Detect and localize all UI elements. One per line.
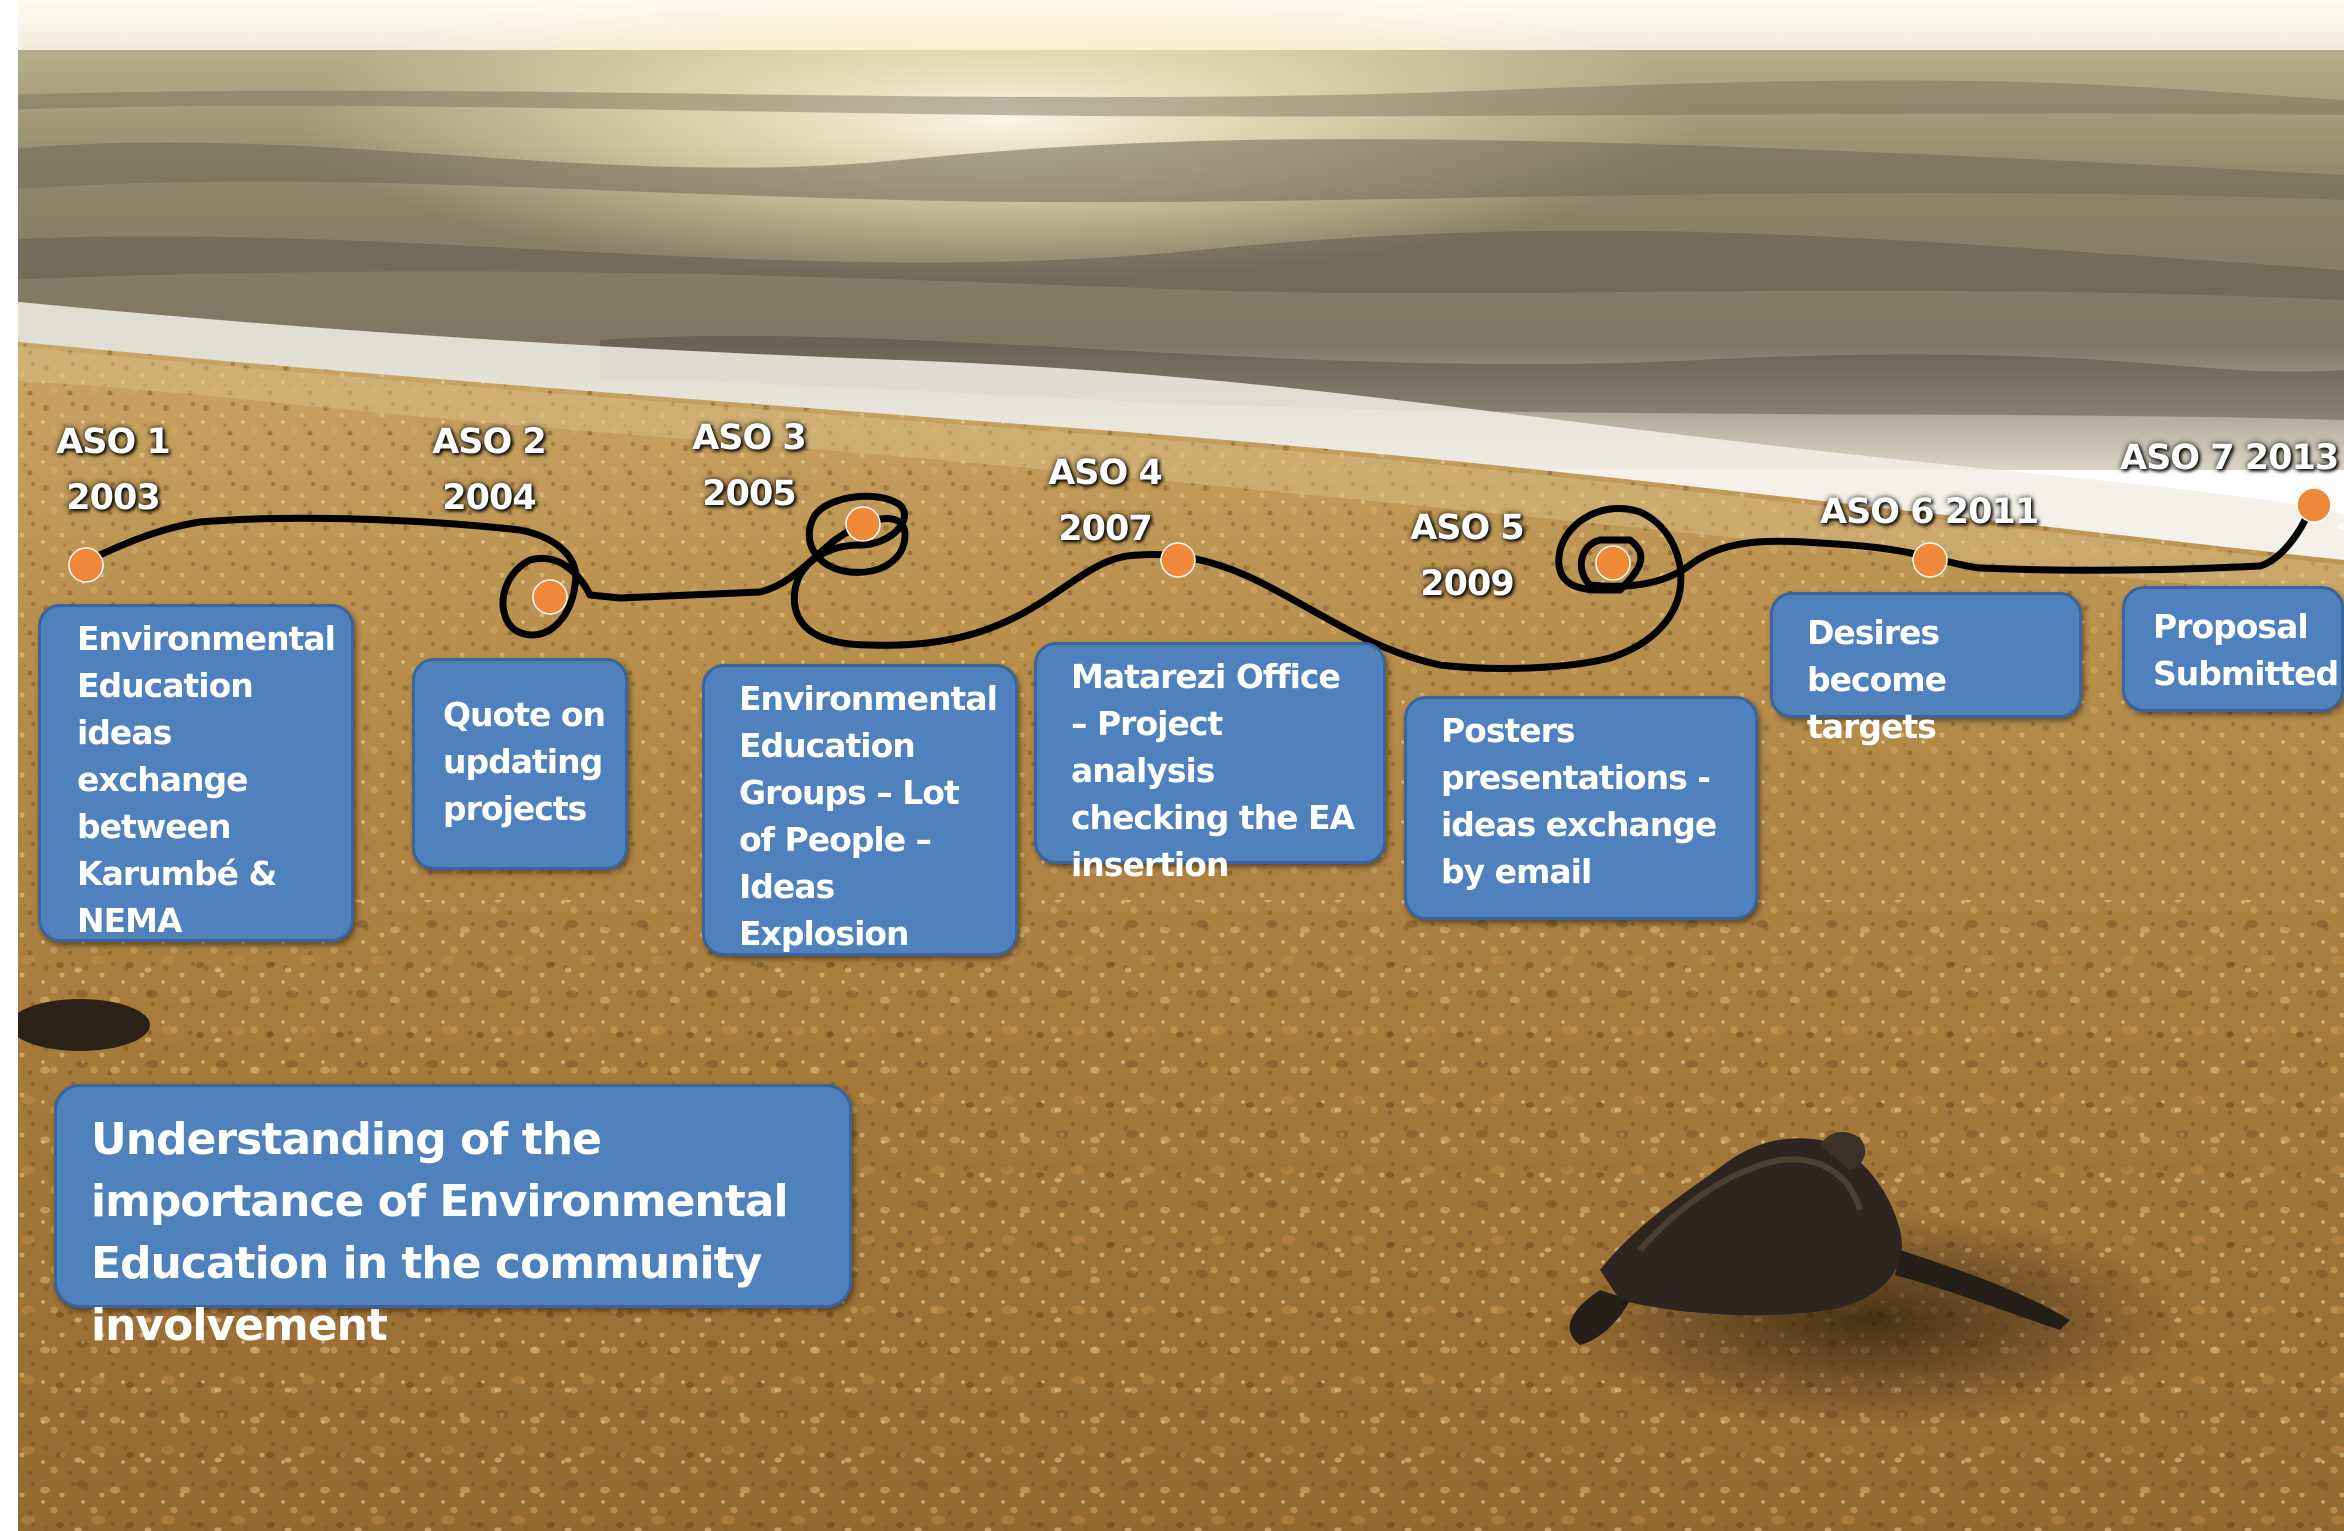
- milestone-name: ASO 5: [1410, 508, 1525, 548]
- summary-box: Understanding of the importance of Envir…: [54, 1084, 852, 1351]
- milestone-name: ASO 2: [432, 422, 547, 462]
- timeline-dots: [68, 487, 2332, 615]
- shell-shape: [10, 999, 150, 1051]
- milestone-label-aso1: ASO 1 2003: [48, 414, 178, 526]
- timeline-scribble-line: [81, 492, 2316, 673]
- milestone-year: 2003: [66, 478, 160, 518]
- timeline-dot-aso1: [68, 547, 104, 583]
- milestone-name: ASO 1: [56, 422, 171, 462]
- milestone-year: 2004: [442, 478, 536, 518]
- timeline-dot-aso5: [1595, 545, 1631, 581]
- timeline-dot-aso3: [845, 506, 881, 542]
- milestone-note-aso4: Matarezi Office – Project analysis check…: [1034, 642, 1386, 884]
- milestone-name-year: ASO 6 2011: [1820, 492, 2039, 532]
- timeline-dot-aso4: [1160, 542, 1196, 578]
- milestone-note-aso3: Environmental Education Groups – Lot of …: [702, 664, 1018, 956]
- left-margin-strip: [0, 0, 18, 1531]
- milestone-note-aso1: Environmental Education ideas exchange b…: [38, 604, 354, 942]
- milestone-name: ASO 3: [692, 418, 807, 458]
- milestone-label-aso6: ASO 6 2011: [1820, 484, 2039, 540]
- milestone-label-aso4: ASO 4 2007: [1040, 445, 1170, 557]
- milestone-note-aso5: Posters presentations - ideas exchange b…: [1404, 696, 1758, 920]
- timeline-dot-aso7: [2296, 487, 2332, 523]
- milestone-name: ASO 4: [1048, 453, 1163, 493]
- milestone-label-aso2: ASO 2 2004: [424, 414, 554, 526]
- timeline-dot-aso6: [1912, 542, 1948, 578]
- milestone-label-aso5: ASO 5 2009: [1402, 500, 1532, 612]
- milestone-note-aso7: Proposal Submitted: [2122, 586, 2344, 712]
- milestone-name-year: ASO 7 2013: [2120, 438, 2339, 478]
- milestone-label-aso7: ASO 7 2013: [2120, 430, 2339, 486]
- milestone-year: 2007: [1058, 509, 1152, 549]
- milestone-note-aso6: Desires become targets: [1770, 592, 2082, 746]
- milestone-label-aso3: ASO 3 2005: [684, 410, 814, 522]
- milestone-year: 2009: [1420, 564, 1514, 604]
- milestone-year: 2005: [702, 474, 796, 514]
- timeline-dot-aso2: [532, 579, 568, 615]
- turtle-hatchling: [1550, 1131, 2190, 1430]
- milestone-note-aso2: Quote on updating projects: [412, 658, 628, 870]
